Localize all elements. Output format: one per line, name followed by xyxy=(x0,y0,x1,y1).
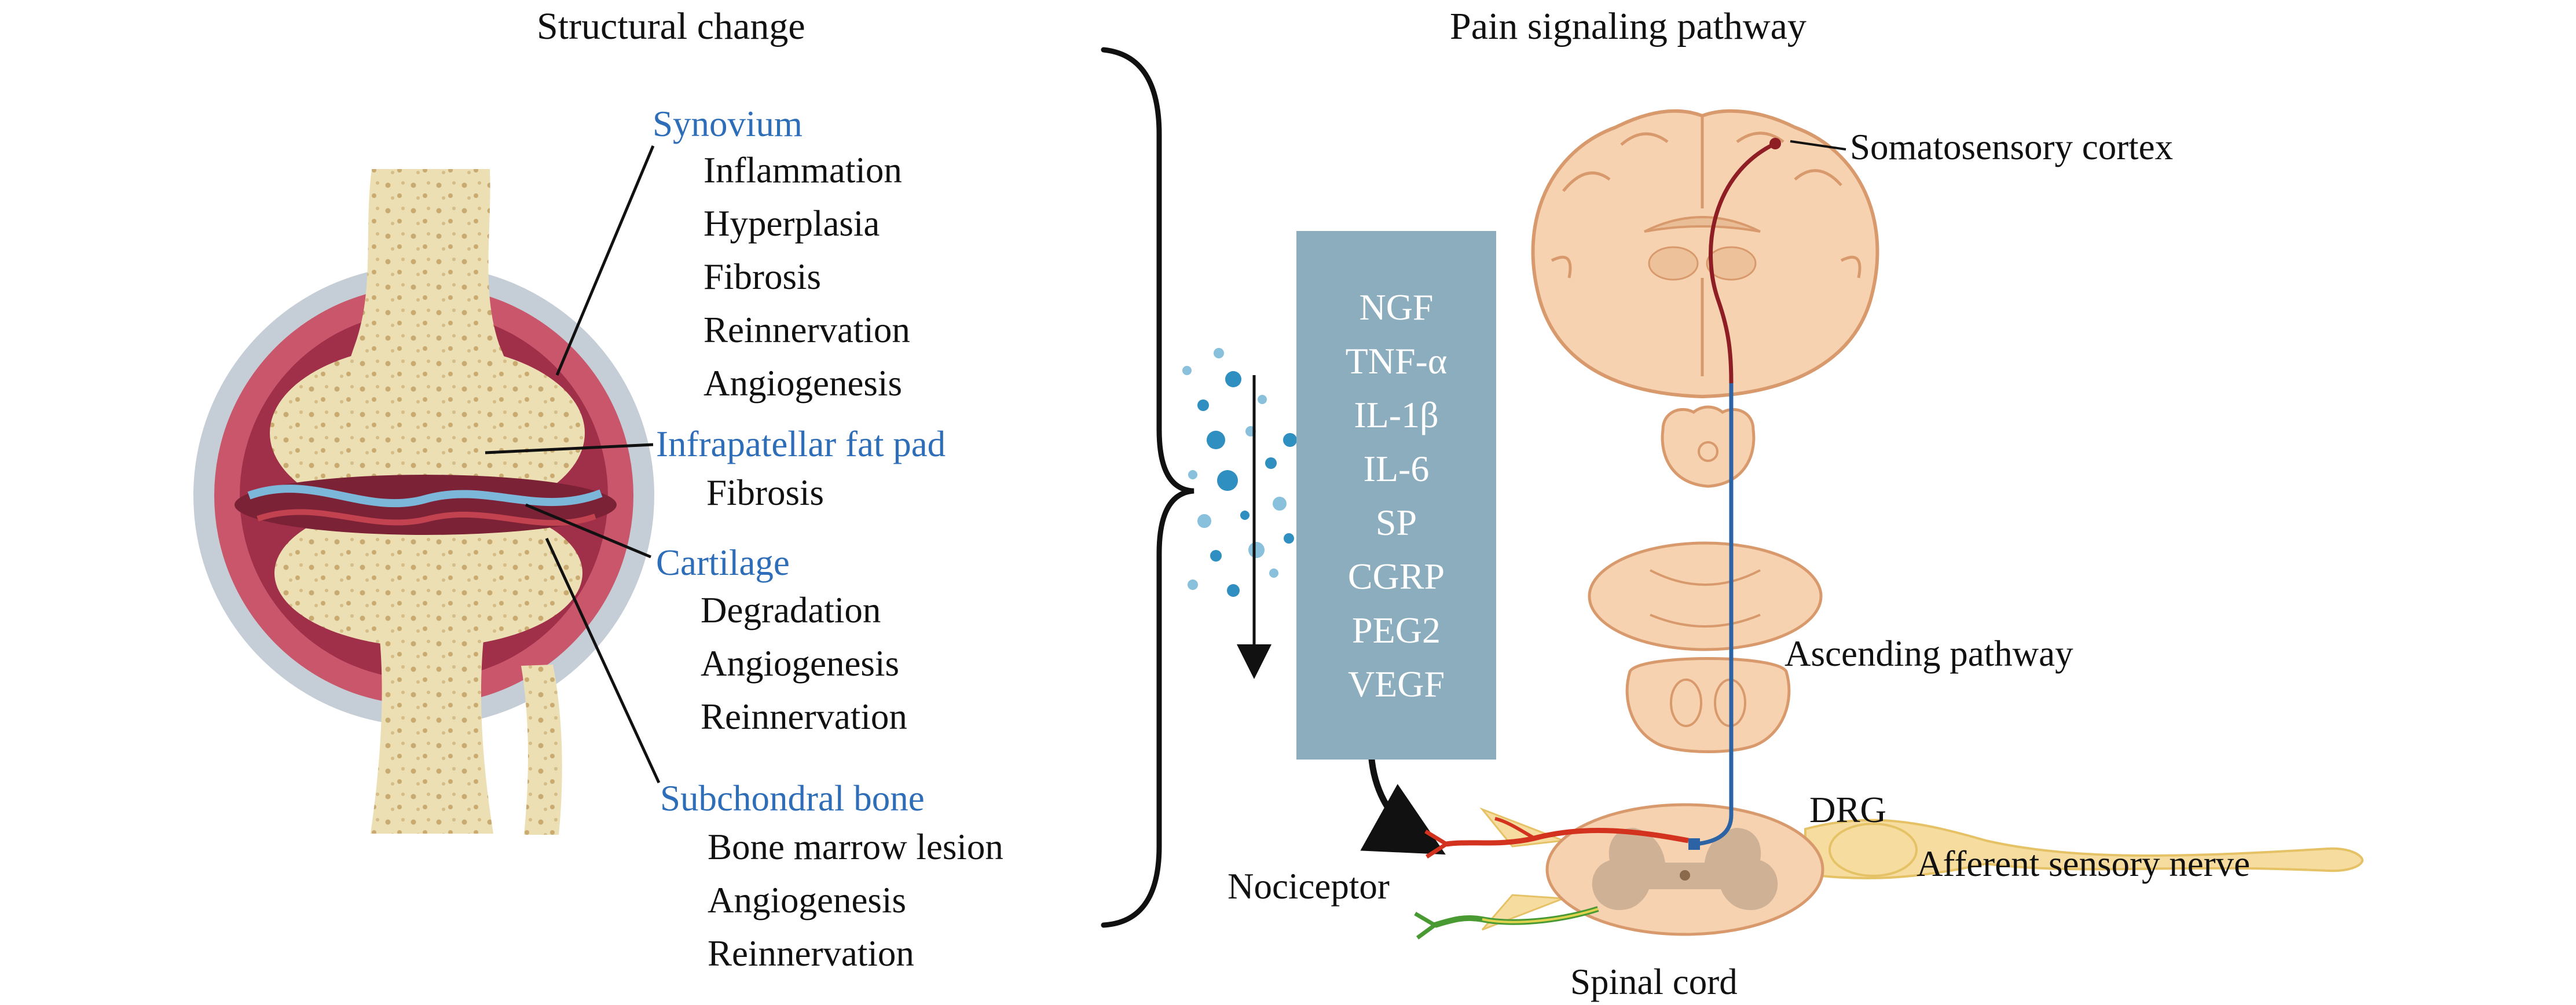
mediator-item: VEGF xyxy=(1347,663,1445,705)
fat-pad-items: Fibrosis xyxy=(706,466,824,519)
fat-pad-heading: Infrapatellar fat pad xyxy=(656,424,946,464)
mediator-item: IL-1β xyxy=(1354,394,1439,435)
cartilage-items: Degradation Angiogenesis Reinnervation xyxy=(701,584,907,743)
mediator-particles xyxy=(1182,348,1297,597)
brain-illustration xyxy=(1531,109,1879,399)
pain-pathway-title: Pain signaling pathway xyxy=(1450,5,1807,47)
list-item: Fibrosis xyxy=(706,472,825,513)
list-item: Reinnervation xyxy=(703,310,910,350)
drg-ganglion xyxy=(1829,823,1918,877)
list-item: Degradation xyxy=(701,590,881,630)
cartilage-heading: Cartilage xyxy=(656,542,790,583)
pons-section xyxy=(1588,541,1823,651)
somatosensory-cortex-label: Somatosensory cortex xyxy=(1850,127,2174,167)
list-item: Reinnervation xyxy=(708,933,914,974)
mediator-item: IL-6 xyxy=(1363,448,1430,489)
ascending-pathway-line xyxy=(1695,383,1734,846)
list-item: Inflammation xyxy=(703,150,902,190)
medulla-section xyxy=(1625,657,1791,753)
nociceptor-label: Nociceptor xyxy=(1227,866,1390,907)
list-item: Angiogenesis xyxy=(703,363,902,404)
joint-vessel-blue xyxy=(247,485,603,508)
subchondral-heading: Subchondral bone xyxy=(660,778,925,819)
list-item: Fibrosis xyxy=(703,256,822,297)
list-item: Angiogenesis xyxy=(708,880,906,920)
joint-vessel-red xyxy=(256,509,596,526)
synovium-heading: Synovium xyxy=(653,104,803,144)
mediator-box: NGF TNF-α IL-1β IL-6 SP CGRP PEG2 VEGF xyxy=(1296,231,1496,760)
spinal-cord-illustration xyxy=(1479,803,2364,936)
spinal-cord-label: Spinal cord xyxy=(1570,962,1738,1002)
curly-brace xyxy=(1101,47,1194,928)
knee-joint-illustration xyxy=(193,169,654,835)
mediator-item: TNF-α xyxy=(1345,340,1448,382)
list-item: Bone marrow lesion xyxy=(708,827,1003,867)
synovium-items: Inflammation Hyperplasia Fibrosis Reinne… xyxy=(703,144,910,410)
mediator-item: CGRP xyxy=(1347,555,1445,597)
list-item: Hyperplasia xyxy=(703,203,880,244)
mediator-item: NGF xyxy=(1359,286,1434,328)
afferent-nerve-label: Afferent sensory nerve xyxy=(1917,843,2251,884)
ascending-pathway-label: Ascending pathway xyxy=(1784,633,2073,674)
efferent-fiber xyxy=(1414,906,1599,940)
nociceptor-fiber xyxy=(1424,817,1689,859)
list-item: Angiogenesis xyxy=(701,643,899,684)
midbrain-section xyxy=(1661,405,1756,488)
drg-label: DRG xyxy=(1809,790,1887,830)
structural-change-title: Structural change xyxy=(537,5,805,47)
cortex-label-pointer xyxy=(1790,140,1846,151)
subchondral-items: Bone marrow lesion Angiogenesis Reinnerv… xyxy=(708,820,1003,980)
cortical-pain-pathway xyxy=(1709,141,1776,384)
mediator-item: PEG2 xyxy=(1352,609,1441,651)
mediator-item: SP xyxy=(1375,501,1417,543)
list-item: Reinnervation xyxy=(701,696,907,737)
afferent-sensory-nerve xyxy=(1804,819,2364,879)
label-pointer-lines xyxy=(485,145,661,784)
gray-matter-butterfly xyxy=(1592,828,1778,911)
